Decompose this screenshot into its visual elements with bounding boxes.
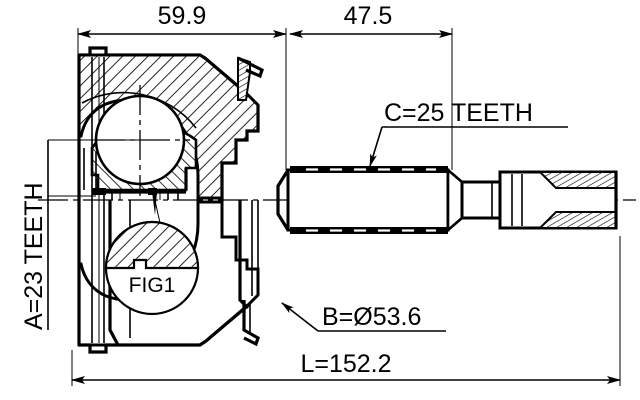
spline-teeth-band-bottom	[290, 227, 448, 234]
race-key-left	[92, 188, 106, 195]
dimension-47-5: 47.5	[289, 2, 453, 170]
dimension-59-9: 59.9	[77, 2, 287, 170]
boot-clamp-bottom	[242, 300, 260, 347]
callout-a-teeth: A=23 TEETH	[20, 139, 140, 330]
dimension-overall-length: L=152.2	[71, 236, 621, 386]
callout-label-a: A=23 TEETH	[20, 182, 48, 330]
boot-fold-line-a	[108, 200, 120, 346]
callout-b-leader	[281, 302, 319, 332]
boot-bottom-edge	[79, 306, 247, 354]
boot-clamp-top	[237, 56, 264, 101]
callout-b-diameter: B=Ø53.6	[281, 302, 446, 332]
shaft-mid-body	[460, 180, 502, 220]
shaft-shoulder-taper	[446, 167, 464, 233]
fig1-leader-line	[153, 195, 161, 224]
callout-label-c: C=25 TEETH	[384, 99, 533, 127]
spline-shaft-body	[286, 168, 450, 232]
fig1-section-hatch	[104, 220, 200, 270]
housing-step-profile-top	[220, 105, 260, 198]
dim-label-47-5: 47.5	[344, 2, 393, 30]
inner-spline-guidelines	[111, 192, 179, 200]
race-key-mid	[148, 188, 157, 195]
callout-c-teeth: C=25 TEETH	[369, 99, 568, 167]
race-outer-arc	[81, 91, 197, 129]
shaft-threaded-end	[498, 170, 618, 230]
splined-shaft-section	[276, 166, 450, 234]
dim-label-L: L=152.2	[300, 350, 391, 378]
spline-teeth-band-top	[290, 166, 448, 173]
fig1-label: FIG1	[129, 274, 176, 297]
callout-c-leader	[369, 126, 383, 167]
callout-label-b: B=Ø53.6	[322, 303, 421, 331]
dim-label-59-9: 59.9	[158, 2, 207, 30]
spline-notch-marker	[152, 192, 157, 215]
detail-circle-fig1: FIG1	[104, 195, 200, 316]
